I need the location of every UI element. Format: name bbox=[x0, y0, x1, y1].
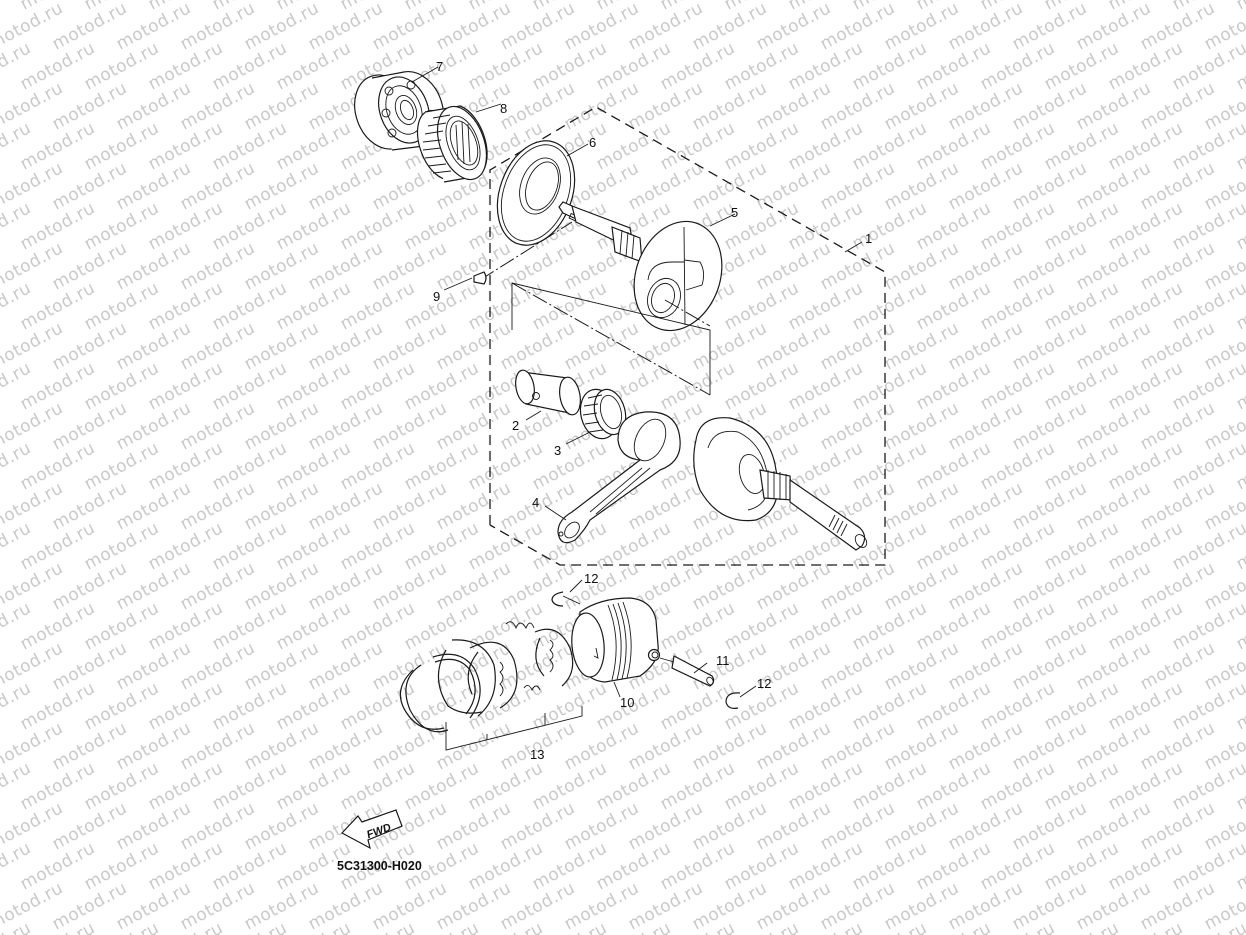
part-9-woodruff-key[interactable] bbox=[473, 271, 487, 285]
part-8-gear[interactable] bbox=[409, 100, 496, 186]
callout-2: 2 bbox=[512, 418, 519, 433]
part-12b-piston-pin-clip[interactable] bbox=[725, 692, 741, 709]
callout-7: 7 bbox=[436, 59, 443, 74]
leader-lines bbox=[411, 66, 863, 698]
part-5-crank-left[interactable] bbox=[558, 201, 737, 343]
callout-6: 6 bbox=[589, 135, 596, 150]
crankpin-bracket bbox=[511, 282, 711, 395]
pin-axis-line bbox=[664, 299, 711, 327]
callout-12a: 12 bbox=[584, 571, 598, 586]
assembly-group-outline bbox=[489, 106, 886, 566]
callout-3: 3 bbox=[554, 443, 561, 458]
part-3-needle-bearing[interactable] bbox=[575, 385, 630, 443]
callout-8: 8 bbox=[500, 101, 507, 116]
crank-axis-line bbox=[479, 221, 573, 281]
part-13-piston-ring-set[interactable] bbox=[399, 621, 583, 751]
callout-11: 11 bbox=[716, 653, 730, 668]
callout-1: 1 bbox=[865, 231, 872, 246]
callout-labels: 7 8 6 5 1 9 2 3 4 12 10 11 12 13 bbox=[433, 59, 872, 762]
part-2-crank-pin[interactable] bbox=[513, 369, 583, 417]
callout-12b: 12 bbox=[757, 676, 771, 691]
part-4-connecting-rod[interactable] bbox=[557, 411, 681, 544]
callout-4: 4 bbox=[532, 495, 539, 510]
crank-right-with-shaft[interactable] bbox=[693, 417, 869, 551]
crankpin-axis-line bbox=[511, 282, 711, 396]
callout-9: 9 bbox=[433, 289, 440, 304]
callout-5: 5 bbox=[731, 205, 738, 220]
callout-13: 13 bbox=[530, 747, 544, 762]
part-11-piston-pin[interactable] bbox=[659, 655, 715, 687]
part-6-plate-washer[interactable] bbox=[484, 130, 589, 256]
callout-10: 10 bbox=[620, 695, 634, 710]
part-10-piston[interactable] bbox=[569, 597, 661, 683]
svg-text:motod.ru: motod.ru bbox=[1233, 0, 1246, 14]
part-12a-piston-pin-clip[interactable] bbox=[551, 591, 581, 607]
part-code: 5C31300-H020 bbox=[337, 859, 422, 873]
